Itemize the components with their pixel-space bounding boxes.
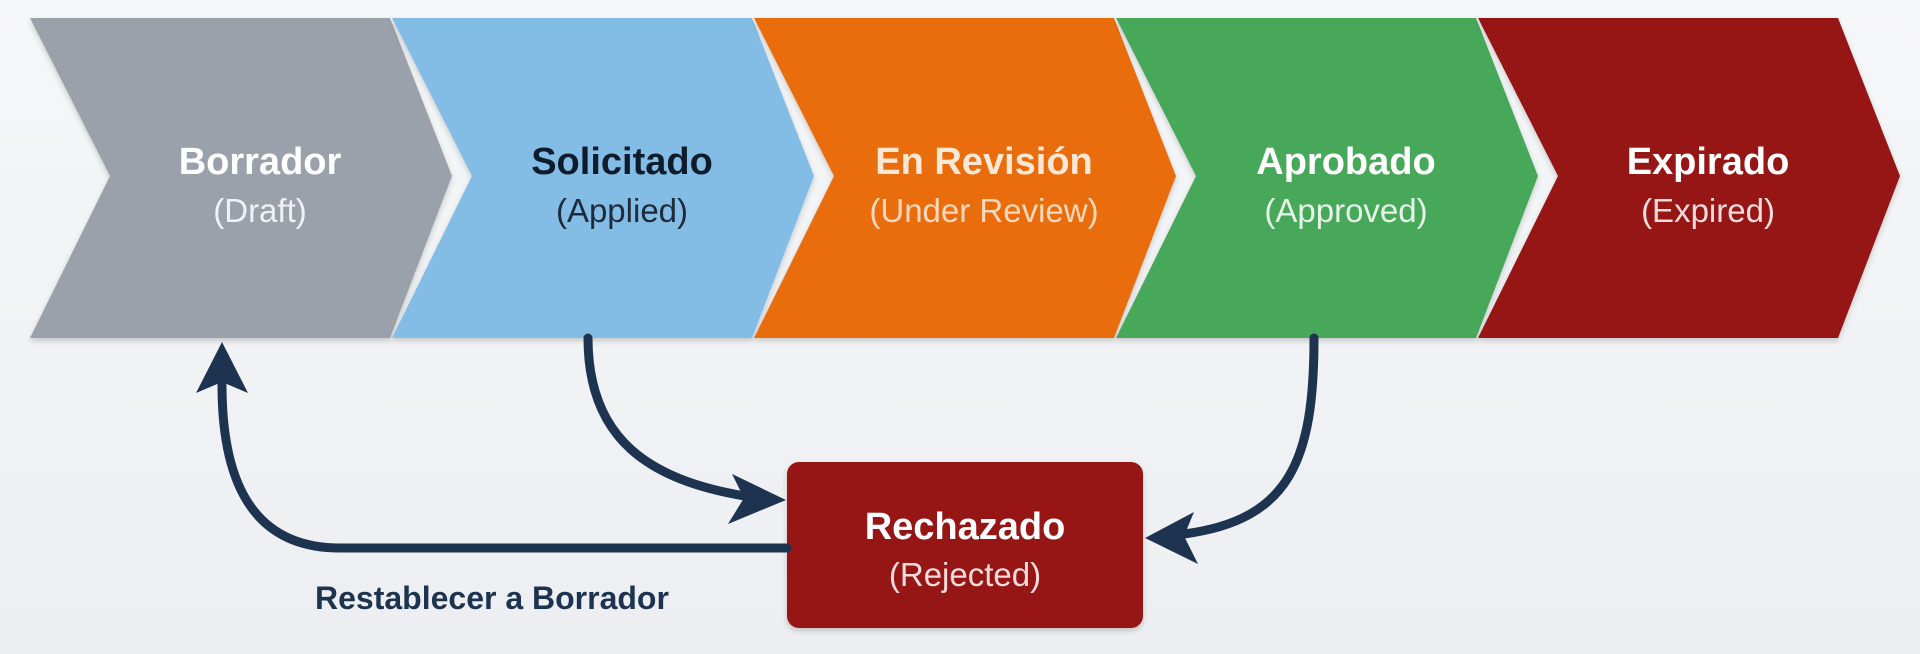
- stage-draft: Borrador (Draft): [110, 130, 410, 240]
- arrowhead-approved-to-rejected: [1145, 512, 1198, 564]
- stage-label: Aprobado: [1256, 140, 1436, 183]
- chevron-applied: [392, 18, 814, 338]
- chevron-expired: [1478, 18, 1900, 338]
- chevron-approved: [1116, 18, 1538, 338]
- stage-label: Borrador: [178, 140, 342, 183]
- stage-review: En Revisión (Under Review): [834, 130, 1134, 240]
- rejected-box: [787, 462, 1143, 628]
- arrow-approved-to-rejected: [1179, 333, 1319, 539]
- arrow-reset-to-draft: [217, 380, 792, 553]
- arrow-applied-to-rejected: [583, 333, 750, 501]
- stage-sublabel: (Expired): [1641, 192, 1775, 230]
- stage-applied: Solicitado (Applied): [472, 130, 772, 240]
- stage-label: Expirado: [1626, 140, 1790, 183]
- stage-label: En Revisión: [875, 140, 1093, 183]
- stage-sublabel: (Applied): [555, 192, 689, 230]
- stage-label: Solicitado: [531, 140, 713, 183]
- stage-sublabel: (Under Review): [869, 192, 1099, 230]
- chevron-draft: [30, 18, 452, 338]
- reset-to-draft-label: Restablecer a Borrador: [315, 580, 669, 616]
- stage-sublabel: (Approved): [1264, 192, 1428, 230]
- arrowhead-applied-to-rejected: [728, 474, 786, 524]
- rejected-sublabel: (Rejected): [888, 556, 1042, 594]
- chevron-review: [754, 18, 1176, 338]
- stage-expired: Expirado (Expired): [1558, 130, 1858, 240]
- stage-rejected: Rechazado (Rejected): [787, 470, 1143, 630]
- stage-sublabel: (Draft): [213, 192, 307, 230]
- rejected-label: Rechazado: [864, 505, 1066, 548]
- stage-approved: Aprobado (Approved): [1196, 130, 1496, 240]
- arrowhead-reset-to-draft: [196, 342, 248, 393]
